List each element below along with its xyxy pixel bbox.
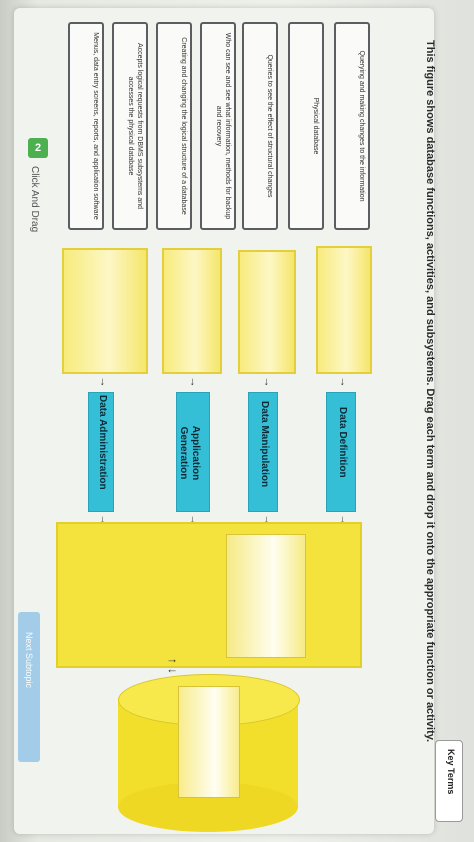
term-card-physical-database[interactable]: Physical database xyxy=(288,22,324,230)
arrow-down-icon: → xyxy=(187,376,200,388)
function-data-administration: Data Administration xyxy=(88,392,114,512)
function-label: Data Administration xyxy=(97,395,108,490)
term-text: Who can see and see what information, me… xyxy=(215,32,231,220)
drop-zone-dbms-engine[interactable] xyxy=(226,534,306,658)
function-data-manipulation: Data Manipulation xyxy=(248,392,278,512)
drop-zone-physical-database[interactable] xyxy=(178,686,240,798)
term-text: Menus, data entry screens, reports, and … xyxy=(92,32,99,220)
drop-zone-application[interactable] xyxy=(162,248,222,374)
database-cylinder xyxy=(118,674,300,832)
drop-zone-manipulation[interactable] xyxy=(238,250,296,374)
next-subtopic-button[interactable]: Next Subtopic xyxy=(18,612,40,762)
term-card-menus-screens[interactable]: Menus, data entry screens, reports, and … xyxy=(68,22,104,230)
key-terms-label: Key Terms xyxy=(446,749,456,795)
term-card-querying[interactable]: Querying and making changes to the infor… xyxy=(334,22,370,230)
term-text: Querying and making changes to the infor… xyxy=(358,50,365,202)
function-label: Data Definition xyxy=(337,407,348,478)
arrow-down-icon: → xyxy=(261,376,274,388)
term-text: Physical database xyxy=(312,97,319,155)
function-label: Data Manipulation xyxy=(259,401,270,488)
arrow-down-icon: → xyxy=(97,376,110,388)
term-card-who-can-see[interactable]: Who can see and see what information, me… xyxy=(200,22,236,230)
term-text: Creating and changing the logical struct… xyxy=(180,37,187,215)
term-text: Queries to see the effect of structural … xyxy=(266,54,273,198)
term-card-accepts-logical[interactable]: Accepts logical requests from DBMS subsy… xyxy=(112,22,148,230)
instructions-text: This figure shows database functions, ac… xyxy=(424,40,436,743)
term-card-creating-structure[interactable]: Creating and changing the logical struct… xyxy=(156,22,192,230)
next-subtopic-label: Next Subtopic xyxy=(24,632,34,689)
term-text: Accepts logical requests from DBMS subsy… xyxy=(127,42,143,210)
arrow-down-icon: → xyxy=(337,376,350,388)
step-number-badge: 2 xyxy=(28,138,48,158)
key-terms-button[interactable]: Key Terms xyxy=(435,740,463,822)
dbms-engine-box xyxy=(56,522,362,668)
drop-zone-administration[interactable] xyxy=(62,248,148,374)
drop-zone-definition[interactable] xyxy=(316,246,372,374)
function-label: Application Generation xyxy=(178,425,201,481)
function-application-generation: Application Generation xyxy=(176,392,210,512)
click-and-drag-label: Click And Drag xyxy=(29,166,40,233)
term-card-queries-structural[interactable]: Queries to see the effect of structural … xyxy=(242,22,278,230)
function-data-definition: Data Definition xyxy=(326,392,356,512)
